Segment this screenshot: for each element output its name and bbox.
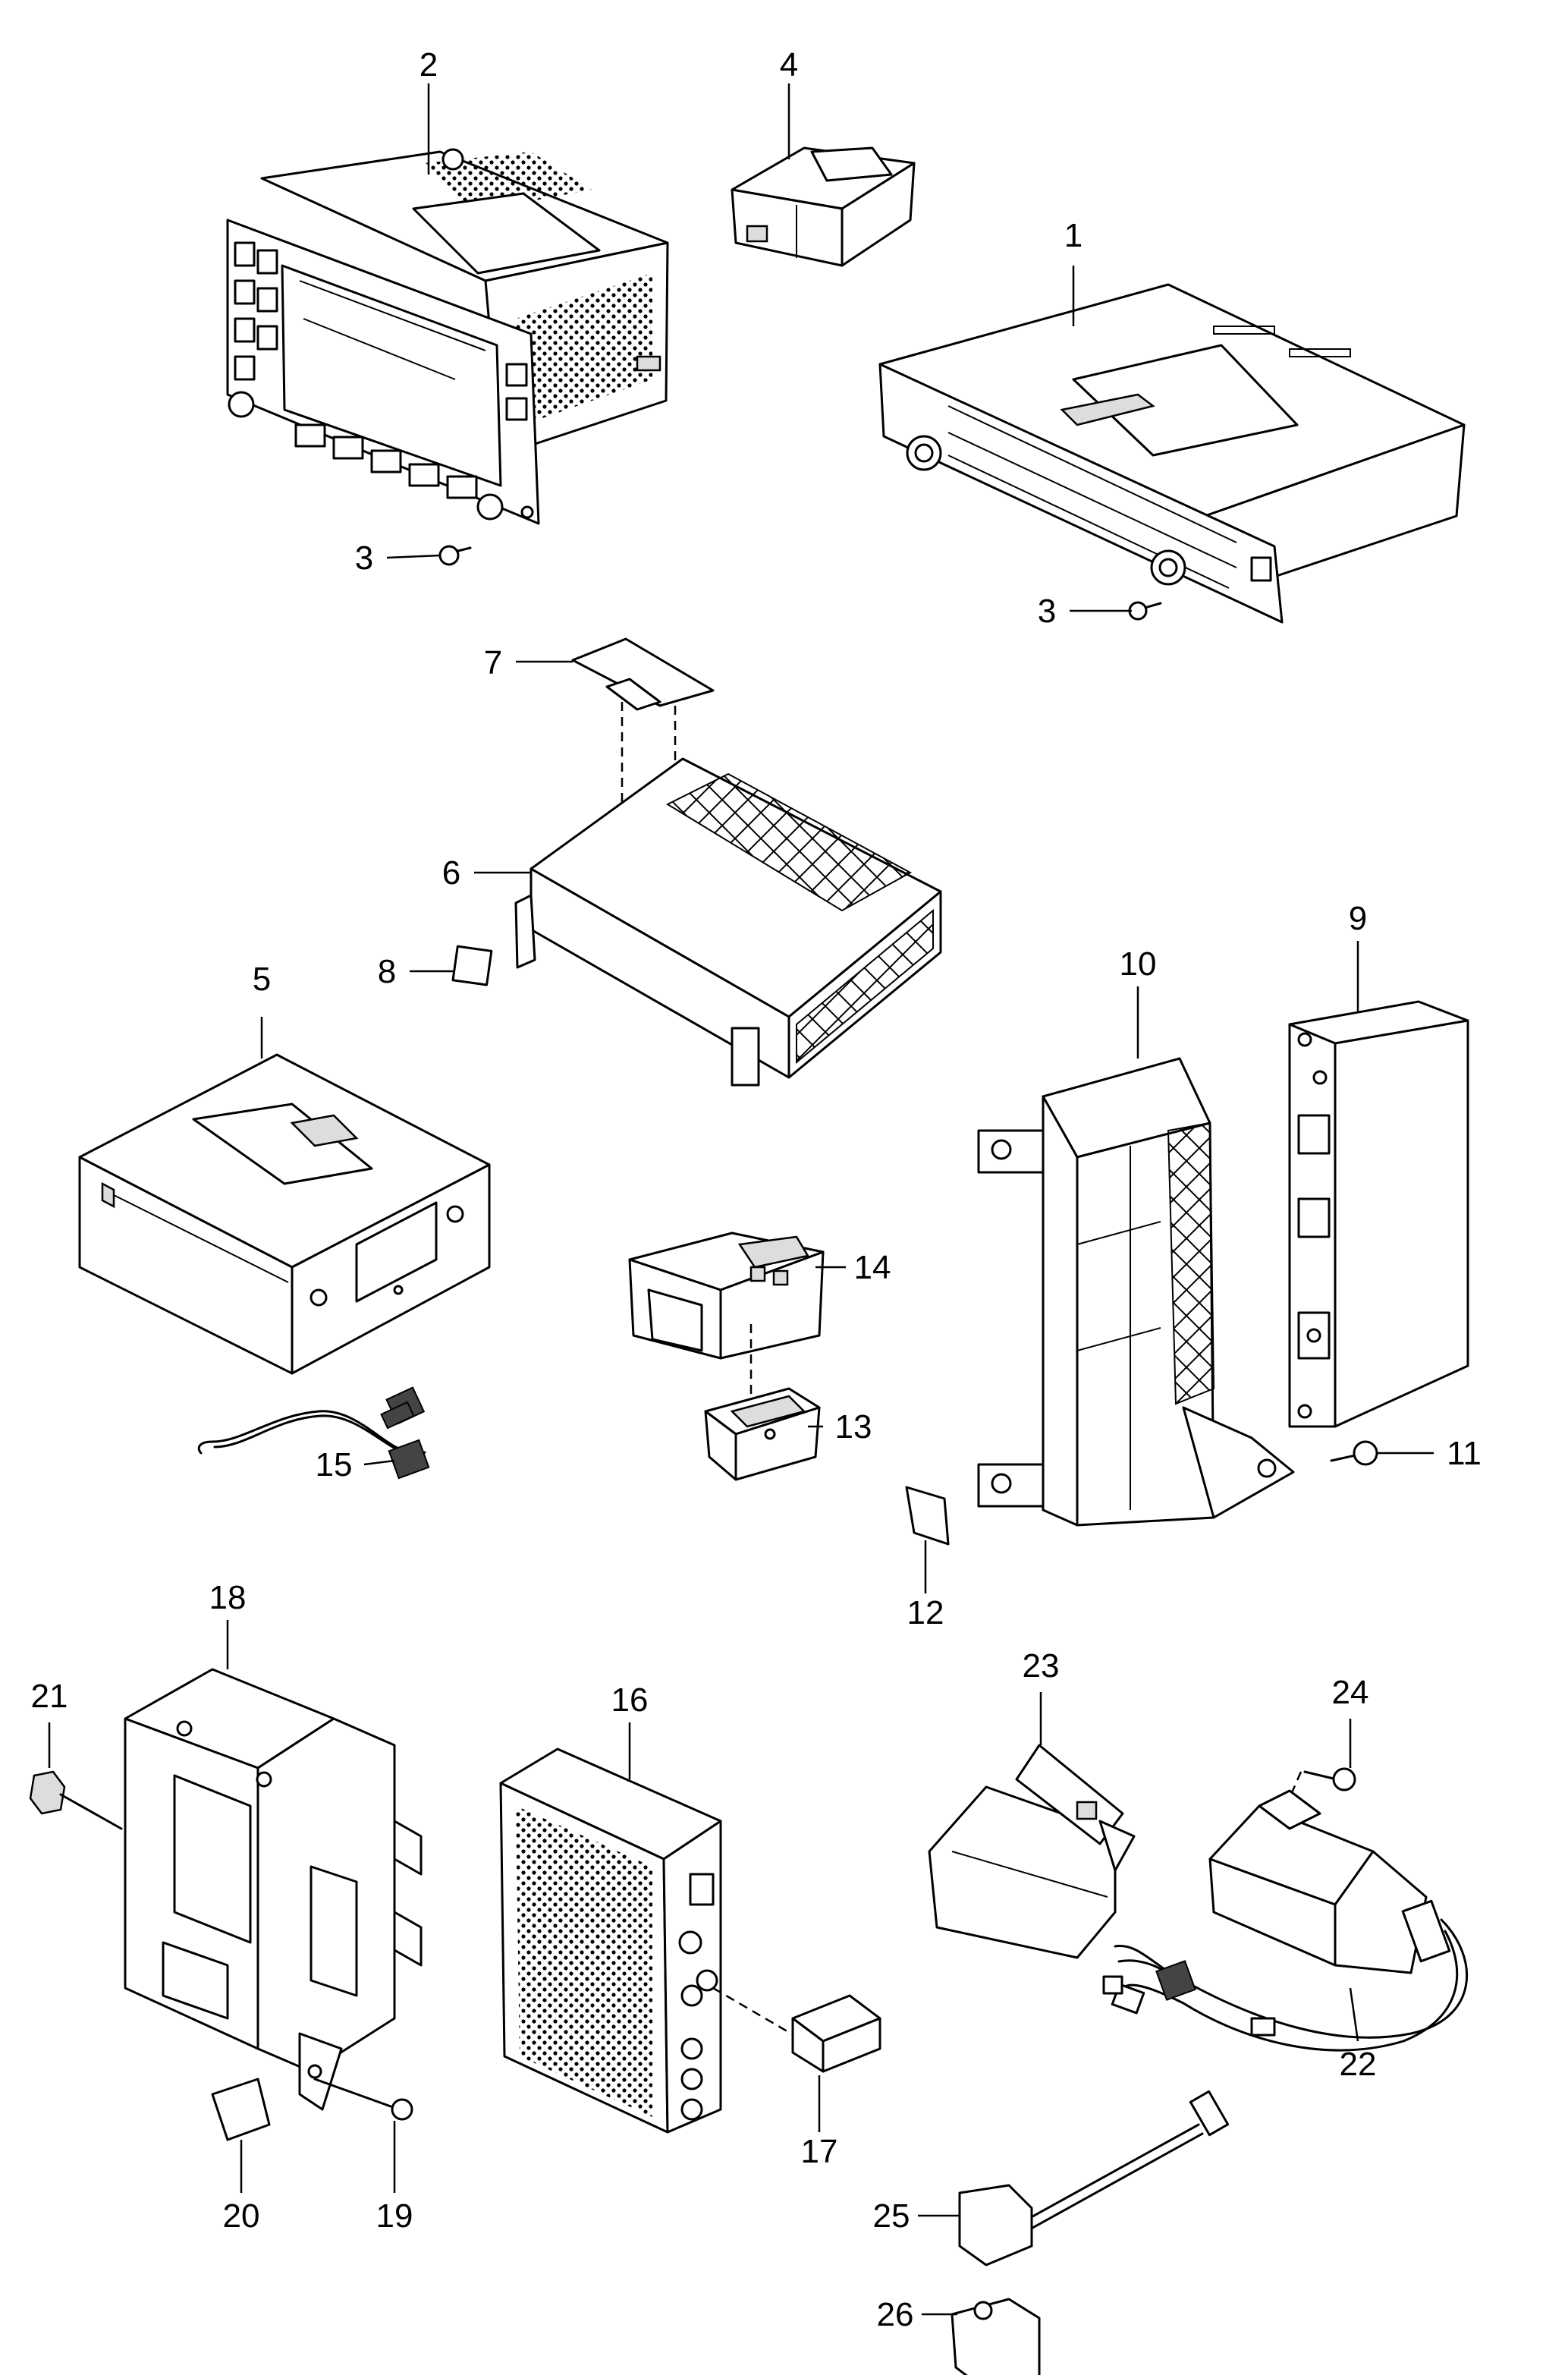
part-17-plug <box>791 1994 881 2073</box>
callout-10: 10 <box>1120 945 1157 983</box>
part-20-clip <box>211 2078 271 2141</box>
callout-2: 2 <box>419 46 438 83</box>
callout-7: 7 <box>484 644 502 681</box>
part-26-cap <box>951 2298 1041 2375</box>
callout-5: 5 <box>253 961 271 998</box>
part-10-carrier <box>977 1057 1295 1527</box>
part-11-screw <box>1330 1440 1378 1466</box>
callout-18: 18 <box>209 1579 247 1616</box>
part-8-pad <box>451 945 493 986</box>
callout-1: 1 <box>1064 217 1083 254</box>
part-14-holder <box>628 1232 825 1404</box>
callout-17: 17 <box>801 2133 838 2170</box>
callout-21: 21 <box>31 1678 68 1715</box>
part-3-screw-left <box>438 545 472 566</box>
callout-20: 20 <box>223 2197 260 2235</box>
callout-23: 23 <box>1023 1647 1060 1685</box>
part-22-harness <box>1102 1918 1469 2052</box>
part-16-amplifier <box>499 1747 805 2134</box>
leader-lines <box>48 83 1434 2316</box>
callout-3-right: 3 <box>1038 593 1056 630</box>
callout-4: 4 <box>780 46 798 83</box>
part-5-cd-changer <box>78 1053 491 1375</box>
callout-labels: 2 4 1 3 3 7 6 8 5 10 9 14 13 15 11 12 18… <box>31 46 1482 2333</box>
part-19-screw <box>313 2078 413 2121</box>
callout-13: 13 <box>835 1408 872 1445</box>
callout-19: 19 <box>376 2197 413 2235</box>
part-25-connector-lead <box>958 2090 1230 2266</box>
part-13-module <box>704 1387 821 1481</box>
callout-26: 26 <box>877 2296 914 2333</box>
part-21-nut <box>29 1770 123 1830</box>
part-4-module <box>731 146 916 267</box>
part-15-cable <box>197 1386 430 1480</box>
part-22-actuator <box>1208 1789 1451 1974</box>
callout-3-left: 3 <box>355 539 373 577</box>
part-1-radio <box>878 283 1466 624</box>
part-18-bracket <box>124 1668 423 2111</box>
callout-11: 11 <box>1447 1435 1482 1472</box>
part-3-screw-right <box>1128 601 1162 621</box>
callout-15: 15 <box>316 1446 353 1483</box>
button-row-bottom <box>294 423 478 499</box>
callout-9: 9 <box>1349 900 1367 937</box>
button-column-left <box>234 241 278 381</box>
callout-25: 25 <box>873 2197 910 2235</box>
callout-24: 24 <box>1332 1674 1369 1711</box>
part-9-control-unit <box>1288 1000 1469 1428</box>
part-2-navigation-unit <box>226 148 669 525</box>
callout-6: 6 <box>442 854 460 892</box>
part-23-cover <box>928 1744 1136 1959</box>
callout-16: 16 <box>611 1681 649 1719</box>
callout-14: 14 <box>854 1249 891 1286</box>
callout-8: 8 <box>378 953 396 990</box>
callout-22: 22 <box>1340 2046 1377 2083</box>
callout-12: 12 <box>907 1594 944 1631</box>
part-6-bracket <box>514 757 942 1087</box>
part-12-clip <box>905 1486 950 1546</box>
